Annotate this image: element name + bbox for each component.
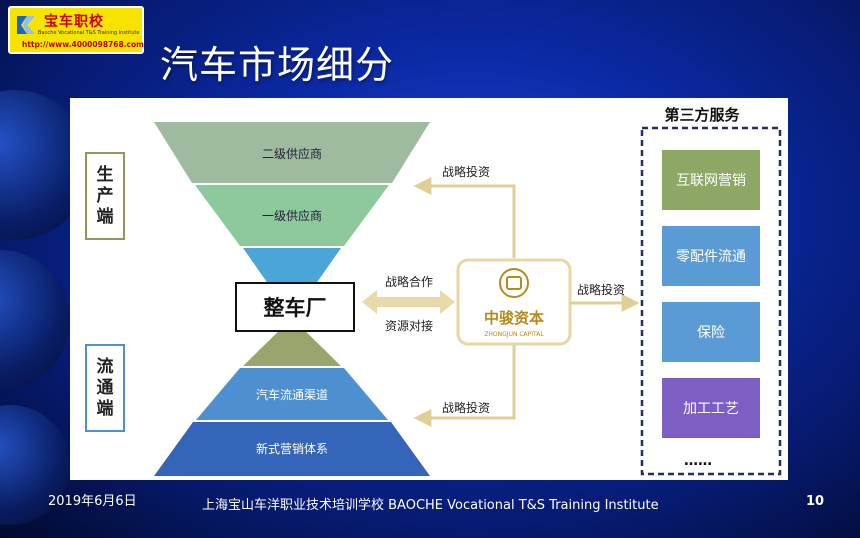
oem-label: 整车厂: [264, 296, 327, 320]
service-label: 互联网营销: [676, 173, 746, 189]
company-english-name: ZHONGJUN CAPITAL: [484, 331, 544, 338]
new-marketing-label: 新式营销体系: [256, 441, 328, 456]
service-processing-craft: [662, 378, 760, 438]
company-logo-glyph: [506, 276, 522, 290]
service-label: 加工工艺: [683, 401, 739, 417]
tier1-supplier-band: [195, 185, 389, 246]
footer-school: 上海宝山车洋职业技术培训学校 BAOCHE Vocational T&S Tra…: [202, 498, 659, 513]
circulation-end-box: [85, 344, 125, 432]
tier2-supplier-band: [154, 122, 430, 183]
service-label: 零配件流通: [676, 249, 746, 265]
new-marketing-band: [154, 422, 430, 476]
slide-title: 汽车市场细分: [160, 43, 395, 87]
third-party-title: 第三方服务: [664, 106, 740, 124]
production-label-char: 产: [97, 185, 114, 206]
logo-mark-icon: [17, 16, 35, 34]
production-label-char: 端: [97, 206, 114, 227]
cooperation-double-arrow: [362, 290, 455, 314]
invest-top-arrow: [413, 177, 516, 258]
service-insurance: [662, 302, 760, 362]
invest-top-label: 战略投资: [442, 164, 490, 179]
company-logo-icon: [499, 268, 529, 298]
invest-right-label: 战略投资: [577, 282, 625, 297]
diagram-panel: 生 产 端 流 通 端 二级供应商 一级供应商 整车厂 汽车流通渠道 新式营销体…: [70, 98, 788, 480]
tier1-supplier-label: 一级供应商: [262, 208, 322, 223]
third-party-services-box: [640, 126, 782, 476]
circulation-label-char: 端: [97, 398, 114, 419]
oem-box: [235, 282, 355, 332]
decorative-orb: [0, 250, 70, 390]
distribution-channel-band: [196, 368, 388, 420]
service-internet-marketing: [662, 150, 760, 210]
market-segmentation-diagram: 生 产 端 流 通 端 二级供应商 一级供应商 整车厂 汽车流通渠道 新式营销体…: [85, 106, 782, 476]
page-number: 10: [806, 494, 825, 509]
company-name: 中骏资本: [484, 309, 544, 327]
cooperation-label: 战略合作: [385, 274, 433, 289]
circulation-label-char: 流: [97, 356, 114, 377]
production-end-box: [85, 152, 125, 240]
service-parts-distribution: [662, 226, 760, 286]
invest-bottom-label: 战略投资: [442, 400, 490, 415]
logo-url[interactable]: http://www.4000098768.com: [22, 40, 144, 49]
resource-label: 资源对接: [385, 318, 433, 333]
distribution-channel-label: 汽车流通渠道: [256, 387, 328, 402]
logo-name: 宝车职校: [44, 14, 104, 30]
service-label: 保险: [697, 325, 725, 341]
logo-english: Baoche Vocational T&S Training Institute: [38, 30, 140, 36]
school-logo[interactable]: 宝车职校 Baoche Vocational T&S Training Inst…: [8, 6, 144, 54]
circulation-label-char: 通: [97, 378, 114, 398]
tier2-supplier-label: 二级供应商: [262, 146, 322, 161]
footer-date: 2019年6月6日: [48, 494, 137, 509]
funnel-lower-neck: [243, 318, 341, 366]
invest-bottom-arrow: [413, 344, 516, 427]
production-label-char: 生: [97, 164, 114, 185]
service-more-ellipsis: ……: [684, 453, 712, 469]
